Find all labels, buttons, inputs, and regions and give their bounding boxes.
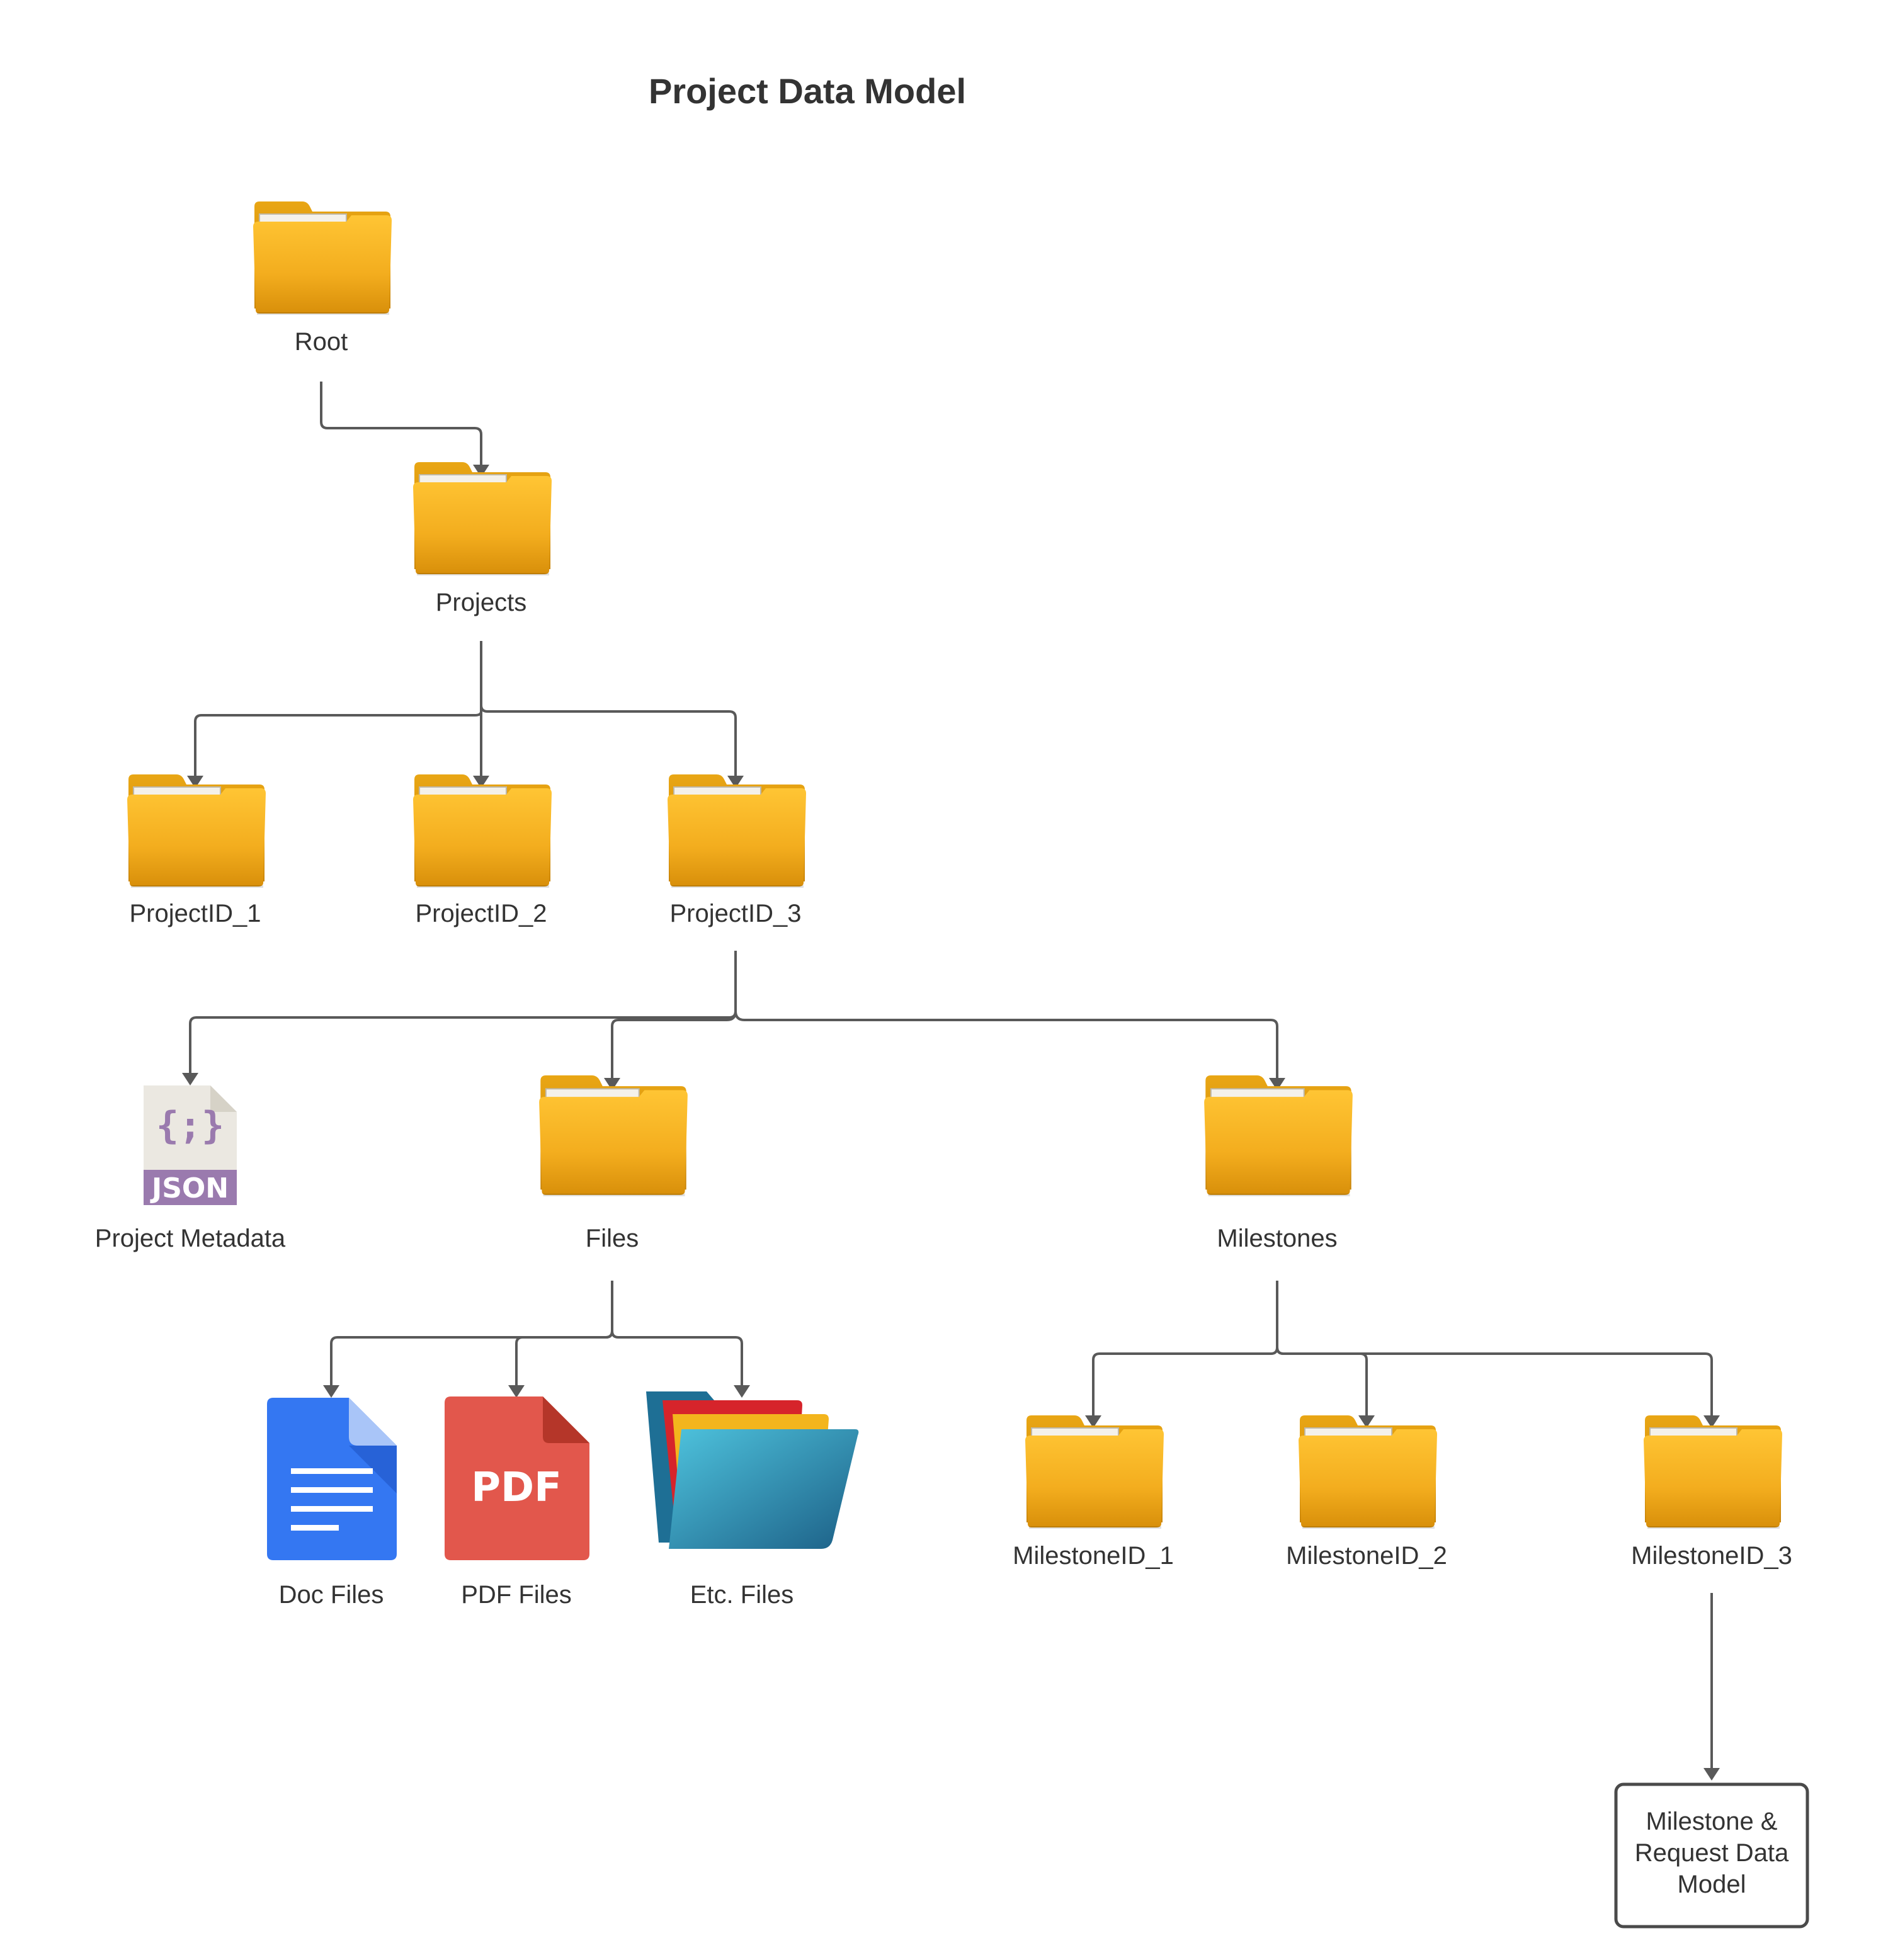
stacked-folders-icon[interactable] (646, 1391, 859, 1549)
edge-files-doc (330, 1281, 613, 1385)
folder-node-milestone-2[interactable]: MilestoneID_2 (1286, 1415, 1447, 1570)
edge-root-projects (320, 382, 482, 465)
edge-project-3-metadata (189, 951, 737, 1073)
folder-node-project-2[interactable]: ProjectID_2 (413, 774, 552, 927)
folder-icon[interactable] (1025, 1415, 1164, 1529)
folder-icon[interactable] (1204, 1075, 1353, 1196)
folder-icon[interactable] (668, 774, 806, 888)
edge-milestones-m1 (1092, 1281, 1278, 1415)
folder-node-milestone-1[interactable]: MilestoneID_1 (1013, 1415, 1174, 1570)
node-label-files: Files (586, 1225, 639, 1252)
edge-milestones-m3 (1276, 1347, 1713, 1415)
node-label-etc-files: Etc. Files (690, 1581, 793, 1609)
folder-node-files[interactable]: Files (539, 1075, 688, 1252)
pdf-icon-text: PDF (471, 1464, 562, 1511)
edge-projects-project-3 (480, 705, 737, 776)
edge-files-pdf (515, 1330, 613, 1385)
data-model-line-1: Milestone & (1646, 1808, 1778, 1835)
doc-file-icon[interactable] (267, 1398, 397, 1560)
folder-node-milestones[interactable]: Milestones (1204, 1075, 1353, 1252)
node-label-milestone-1: MilestoneID_1 (1013, 1542, 1174, 1570)
node-label-projects: Projects (436, 589, 527, 616)
folder-node-root[interactable]: Root (253, 201, 392, 356)
folder-icon[interactable] (539, 1075, 688, 1196)
svg-text:{;}: {;} (156, 1104, 224, 1148)
folder-node-milestone-3[interactable]: MilestoneID_3 (1631, 1415, 1792, 1570)
node-label-doc-files: Doc Files (279, 1581, 384, 1609)
folder-icon[interactable] (1299, 1415, 1437, 1529)
node-label-project-2: ProjectID_2 (416, 900, 547, 927)
folder-icon[interactable] (127, 774, 266, 888)
edge-projects-project-1 (194, 641, 482, 776)
pdf-file-icon[interactable]: PDF (445, 1396, 589, 1560)
folder-icon[interactable] (253, 201, 392, 315)
json-file-icon[interactable]: {;} JSON (144, 1085, 237, 1205)
folder-icon[interactable] (413, 774, 552, 888)
folder-icon[interactable] (413, 462, 552, 575)
node-label-milestone-3: MilestoneID_3 (1631, 1542, 1792, 1570)
node-label-milestone-2: MilestoneID_2 (1286, 1542, 1447, 1570)
edge-project-3-files (611, 1011, 737, 1078)
data-model-line-3: Model (1678, 1871, 1746, 1898)
node-label-milestones: Milestones (1217, 1225, 1337, 1252)
folder-node-project-1[interactable]: ProjectID_1 (127, 774, 266, 927)
folder-node-project-3[interactable]: ProjectID_3 (668, 774, 806, 927)
node-label-root: Root (295, 328, 348, 356)
node-label-metadata: Project Metadata (95, 1225, 286, 1252)
folder-icon[interactable] (1644, 1415, 1782, 1529)
data-model-box[interactable]: Milestone & Request Data Model (1614, 1782, 1809, 1929)
node-label-project-3: ProjectID_3 (670, 900, 802, 927)
json-icon-text: JSON (150, 1172, 229, 1204)
diagram-title: Project Data Model (649, 71, 966, 111)
data-model-line-2: Request Data (1635, 1839, 1789, 1867)
connectors (182, 382, 1720, 1781)
node-label-project-1: ProjectID_1 (130, 900, 261, 927)
edge-milestones-m2 (1276, 1347, 1368, 1415)
edge-project-3-milestones (734, 1011, 1278, 1078)
edge-files-etc (611, 1330, 743, 1385)
folder-node-projects[interactable]: Projects (413, 462, 552, 616)
node-label-pdf-files: PDF Files (461, 1581, 572, 1609)
